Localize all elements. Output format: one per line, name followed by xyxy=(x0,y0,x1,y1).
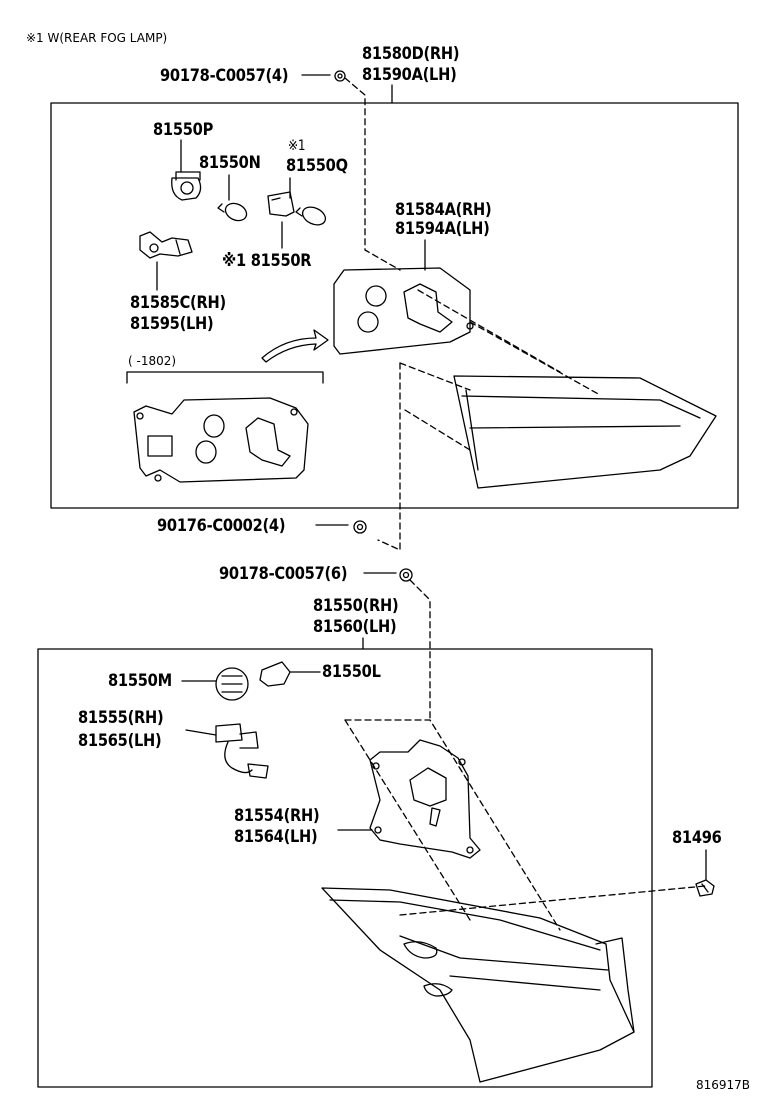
label-81550m: 81550M xyxy=(108,671,172,691)
date-bracket xyxy=(126,371,324,384)
label-81550r: ※1 81550R xyxy=(222,251,312,271)
label-81496: 81496 xyxy=(672,828,722,848)
bulb-q-icon xyxy=(295,206,327,226)
label-q-mark: ※1 xyxy=(288,138,306,154)
label-81550n: 81550N xyxy=(199,153,261,173)
label-socket-lh: 81595(LH) xyxy=(130,314,214,334)
label-wire-lh: 81565(LH) xyxy=(78,731,162,751)
leader-lines xyxy=(156,74,707,881)
wire-harness-icon xyxy=(215,723,269,779)
diagram-id: 816917B xyxy=(696,1078,751,1092)
label-gasket2-rh: 81554(RH) xyxy=(234,806,320,826)
label-gasket-lh: 81594A(LH) xyxy=(395,219,490,239)
label-wire-rh: 81555(RH) xyxy=(78,708,164,728)
label-socket-rh: 81585C(RH) xyxy=(130,293,226,313)
lower-frame xyxy=(37,648,653,1088)
bolt-top-icon xyxy=(334,70,346,82)
label-81550l: 81550L xyxy=(322,662,381,682)
label-gasket2-lh: 81564(LH) xyxy=(234,827,318,847)
upper-lamp-icon xyxy=(453,375,717,489)
label-date-range: ( -1802) xyxy=(128,354,177,368)
gasket-old-icon xyxy=(133,397,309,483)
label-assy-low-rh: 81550(RH) xyxy=(313,596,399,616)
gasket-lower-icon xyxy=(369,739,481,859)
arrow-icon xyxy=(261,329,329,363)
lower-lamp-icon xyxy=(321,887,635,1083)
label-assy-top-lh: 81590A(LH) xyxy=(362,65,457,85)
label-gasket-rh: 81584A(RH) xyxy=(395,200,492,220)
gasket-upper-icon xyxy=(333,267,474,355)
label-81550p: 81550P xyxy=(153,120,214,140)
bulb-socket-icon xyxy=(171,171,202,201)
label-bolt-mid: 90176-C0002(4) xyxy=(157,516,286,536)
socket-r-icon xyxy=(267,191,295,217)
socket-wire-icon xyxy=(139,231,193,259)
label-bolt-low: 90178-C0057(6) xyxy=(219,564,348,584)
label-assy-low-lh: 81560(LH) xyxy=(313,617,397,637)
label-bolt-top: 90178-C0057(4) xyxy=(160,66,289,86)
clip-icon xyxy=(695,879,715,897)
bulb-l-icon xyxy=(259,661,291,687)
label-81550q: 81550Q xyxy=(286,156,348,176)
assembly-lines xyxy=(344,77,706,931)
note-text: ※1 W(REAR FOG LAMP) xyxy=(26,31,168,45)
label-assy-top-rh: 81580D(RH) xyxy=(362,44,460,64)
bulb-n-icon xyxy=(217,202,248,222)
bolt-low-icon xyxy=(399,568,413,582)
bulb-holder-m-icon xyxy=(215,667,249,701)
upper-frame xyxy=(50,102,739,509)
bolt-mid-icon xyxy=(353,520,367,534)
